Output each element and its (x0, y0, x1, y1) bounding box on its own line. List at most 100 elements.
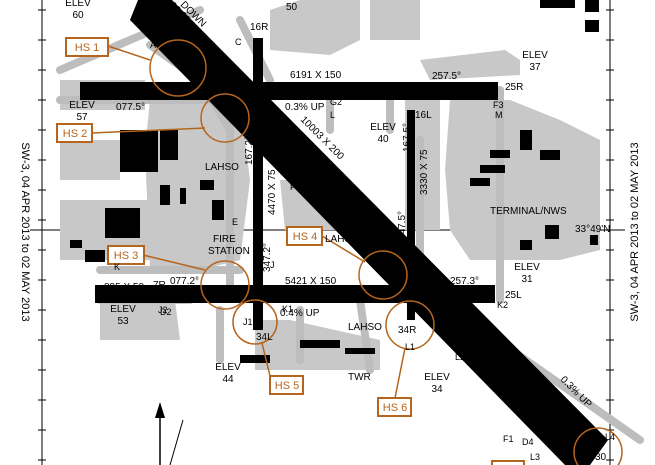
hotspot-circle-5 (232, 299, 278, 345)
runway-7L-25R-dim: 6191 X 150 (290, 70, 342, 81)
taxiway-letter: K (114, 262, 120, 272)
hotspot-label-2: HS 2 (63, 128, 87, 140)
hotspot-label-5: HS 5 (275, 380, 299, 392)
elev-value: 44 (222, 374, 234, 385)
elev-value: 34 (431, 384, 443, 395)
runway-7L-heading: 077.5° (116, 102, 145, 113)
top-number-label: 50 (286, 2, 298, 13)
runway-16R-end: 16R (250, 22, 268, 33)
taxiway-letter: E (232, 217, 238, 227)
hotspot-label-7-partial (491, 460, 525, 465)
taxiway-letter: D1 (473, 314, 485, 324)
elev-value: 40 (377, 134, 389, 145)
taxiway-letter: L4 (605, 432, 615, 442)
runway-34L-end: 34L (256, 332, 273, 343)
taxiway-letter: L1 (405, 342, 415, 352)
taxiway-letter: F3 (493, 100, 504, 110)
taxiway-letter: A (150, 40, 156, 50)
runway-16R-34L (253, 38, 263, 330)
taxiway-letter: D4 (522, 437, 534, 447)
taxiway-letter: D3 (540, 422, 552, 432)
taxiway-letter: L2 (455, 352, 465, 362)
elev-value: 53 (117, 316, 129, 327)
runway-16R-34L-dim: 4470 X 75 (267, 169, 278, 215)
elev-value: 31 (521, 274, 533, 285)
taxiway-letter: L (330, 110, 335, 120)
north-arrow-icon (155, 402, 184, 465)
hotspot-circles (149, 39, 623, 465)
runway-16L-heading: 167.5° (402, 123, 413, 152)
terminal-label: TERMINAL/NWS (490, 206, 567, 217)
runway-16L-34R-dim: 3330 X 75 (419, 149, 430, 195)
taxiway-letter: F1 (503, 434, 514, 444)
taxiway-letter: G1 (388, 92, 400, 102)
runway-34R-heading: 347.5° (397, 211, 408, 240)
apron-right (445, 100, 600, 260)
elev-label: ELEV (65, 0, 91, 9)
taxiway-letter: G (300, 152, 307, 162)
margin-text-right: SW-3, 04 APR 2013 to 02 MAY 2013 (629, 142, 641, 321)
runway-7R-heading: 077.2° (170, 276, 199, 287)
apron-top-center (270, 0, 360, 55)
hotspot-circle-4 (358, 250, 408, 300)
lahso-label: LAHSO (325, 234, 359, 245)
runway-7R-25L (95, 285, 495, 303)
runway-7L-25R (80, 82, 498, 100)
apron-bottom-left (100, 300, 180, 340)
elev-value: 60 (72, 10, 84, 21)
right-tick-marks (606, 9, 614, 461)
runway-7L-25R-heading: 257.5° (432, 71, 461, 82)
taxiway-letter: C (235, 37, 242, 47)
runway-7R-end: 7R (153, 280, 166, 291)
taxiway-letter: F2 (525, 402, 536, 412)
taxiway-letter: J1 (243, 317, 253, 327)
hotspot-circle-2 (200, 93, 250, 143)
hotspot-label-3: HS 3 (114, 250, 138, 262)
apron-top-right (420, 50, 520, 80)
runway-7R-25L-slope: 0.4% UP (280, 308, 320, 319)
runway-34R-end: 34R (398, 325, 416, 336)
left-tick-marks (38, 9, 46, 461)
misc-labels: TERMINAL/NWS FIRE STATION TWR LAHSO LAHS… (205, 2, 610, 383)
runway-7R-25L-heading: 257.3° (450, 276, 479, 287)
runway-7R-left-dim: 895 X 50 (104, 282, 144, 293)
taxiway-letter: D2 (160, 307, 172, 317)
hotspot-label-6: HS 6 (383, 402, 407, 414)
runway-7L-25R-slope: 0.3% UP (285, 102, 325, 113)
hotspot-circle-1 (149, 39, 207, 97)
taxiway-letter: B (145, 14, 151, 24)
hotspot-circle-6 (385, 300, 435, 350)
apron-left-mid (60, 140, 120, 180)
taxiway-letter: J (270, 260, 275, 270)
elev-label: ELEV (514, 262, 540, 273)
taxiway-letter: M (495, 110, 503, 120)
lahso-label: LAHSO (348, 322, 382, 333)
hotspot-labels: HS 1 HS 2 HS 3 HS 4 HS 5 HS 6 (56, 37, 525, 465)
hotspot-circle-7 (573, 427, 623, 465)
runway-16L-34R (407, 110, 415, 320)
buildings (70, 0, 599, 363)
lahso-label: LAHSO (205, 162, 239, 173)
hotspot-label-1: HS 1 (75, 42, 99, 54)
margin-text-left: SW-3, 04 APR 2013 to 02 MAY 2013 (19, 142, 31, 321)
runway-30-end: 30 (595, 452, 607, 463)
elev-label: ELEV (69, 100, 95, 111)
hotspot-label-4: HS 4 (293, 231, 317, 243)
taxiway-letter: F (290, 182, 296, 192)
building-large (120, 130, 158, 172)
taxiway-letter: J2 (158, 305, 168, 315)
elev-label: ELEV (370, 122, 396, 133)
taxiway-letter: K3 (470, 340, 481, 350)
apron-top (370, 0, 420, 40)
elev-label: ELEV (424, 372, 450, 383)
taxiway-letter: L3 (530, 452, 540, 462)
fire-station-label: FIRE (213, 234, 236, 245)
taxiway-letter: D (238, 104, 245, 114)
taxiway-letter: G2 (330, 97, 342, 107)
taxiway-letter: K2 (497, 300, 508, 310)
runway-7R-25L-dim: 5421 X 150 (285, 276, 337, 287)
runway-25L-end: 25L (505, 290, 522, 301)
building-large (105, 208, 140, 238)
apron-areas (60, 0, 600, 370)
